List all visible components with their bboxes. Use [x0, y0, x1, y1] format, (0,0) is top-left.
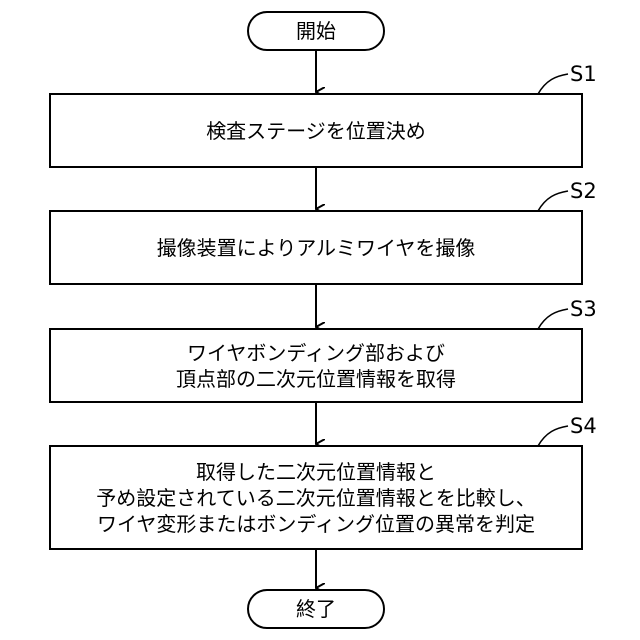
start-label: 開始	[248, 12, 384, 50]
step-s4-line-1: 取得した二次元位置情報と	[196, 459, 436, 485]
leader-s4	[538, 426, 568, 446]
step-s1-line: 検査ステージを位置決め	[206, 118, 426, 144]
step-text-s2: 撮像装置によりアルミワイヤを撮像	[50, 211, 582, 284]
step-text-s3: ワイヤボンディング部および 頂点部の二次元位置情報を取得	[50, 329, 582, 402]
step-s3-line-1: ワイヤボンディング部および	[187, 340, 445, 366]
step-id-s4: S4	[570, 414, 597, 438]
end-label: 終了	[248, 590, 384, 628]
step-id-s3: S3	[570, 297, 597, 321]
step-s2-line: 撮像装置によりアルミワイヤを撮像	[157, 235, 476, 261]
step-text-s1: 検査ステージを位置決め	[50, 94, 582, 167]
leader-s2	[538, 191, 568, 211]
leader-s3	[538, 309, 568, 329]
step-s4-line-3: ワイヤ変形またはボンディング位置の異常を判定	[97, 511, 535, 537]
step-s4-line-2: 予め設定されている二次元位置情報とを比較し、	[96, 485, 535, 511]
step-id-s1: S1	[570, 62, 597, 86]
step-s3-line-2: 頂点部の二次元位置情報を取得	[176, 366, 456, 392]
step-text-s4: 取得した二次元位置情報と 予め設定されている二次元位置情報とを比較し、 ワイヤ変…	[50, 446, 582, 549]
leader-s1	[538, 74, 568, 94]
step-id-s2: S2	[570, 179, 597, 203]
